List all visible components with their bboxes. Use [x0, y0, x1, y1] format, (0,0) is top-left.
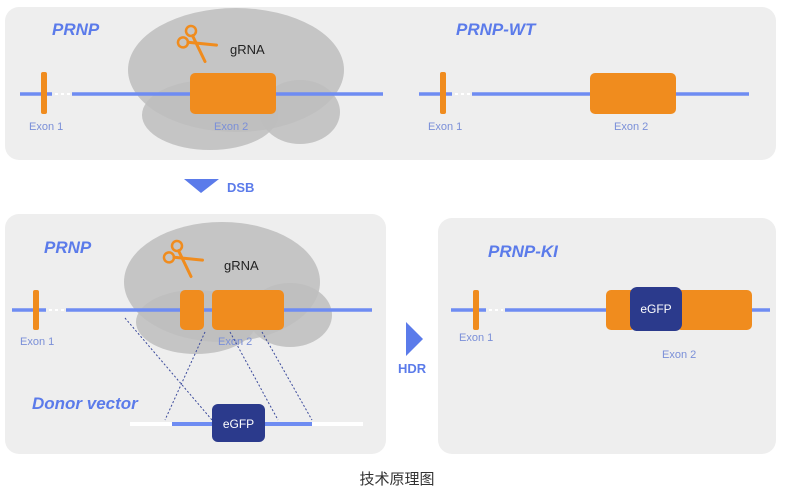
exon2-label-bottom-right: Exon 2	[662, 349, 696, 361]
cas9-blob-top	[128, 8, 344, 150]
exon1-label-bottom-right: Exon 1	[459, 332, 493, 344]
exon1-bottom-left	[33, 290, 39, 330]
exon1-label-top-right: Exon 1	[428, 121, 462, 133]
egfp-label-donor: eGFP	[223, 417, 254, 431]
exon2-label-top-right: Exon 2	[614, 121, 648, 133]
hdr-arrow-icon	[406, 322, 423, 356]
exon1-bottom-right	[473, 290, 479, 330]
exon2-cut-left-bottom	[180, 290, 204, 330]
exon2-ki-left	[606, 290, 636, 330]
exon2-top-left	[190, 73, 276, 114]
panel-title-prnp-bottom: PRNP	[44, 238, 92, 257]
exon2-label-top-left: Exon 2	[214, 121, 248, 133]
exon2-cut-right-bottom	[212, 290, 284, 330]
homology-guide-lines	[124, 317, 313, 421]
egfp-label-ki: eGFP	[640, 302, 671, 316]
exon1-top-left	[41, 72, 47, 114]
grna-label-bottom: gRNA	[224, 258, 259, 273]
cas9-blob-bottom	[124, 222, 332, 354]
hdr-label: HDR	[398, 361, 427, 376]
exon2-label-bottom-left: Exon 2	[218, 336, 252, 348]
egfp-box-donor	[212, 404, 265, 442]
panel-title-prnp-wt: PRNP-WT	[456, 20, 537, 39]
exon2-top-right	[590, 73, 676, 114]
grna-label-top: gRNA	[230, 42, 265, 57]
dsb-arrow-icon	[184, 179, 219, 193]
donor-vector-label: Donor vector	[32, 394, 139, 413]
panel-title-prnp-ki: PRNP-KI	[488, 242, 559, 261]
dsb-label: DSB	[227, 180, 254, 195]
exon1-label-bottom-left: Exon 1	[20, 336, 54, 348]
figure-caption: 技术原理图	[359, 470, 435, 488]
exon1-label-top-left: Exon 1	[29, 121, 63, 133]
exon2-ki-right	[676, 290, 752, 330]
panel-prnp-ki	[438, 218, 776, 454]
panel-title-prnp-top: PRNP	[52, 20, 100, 39]
exon1-top-right	[440, 72, 446, 114]
egfp-box-ki	[630, 287, 682, 331]
